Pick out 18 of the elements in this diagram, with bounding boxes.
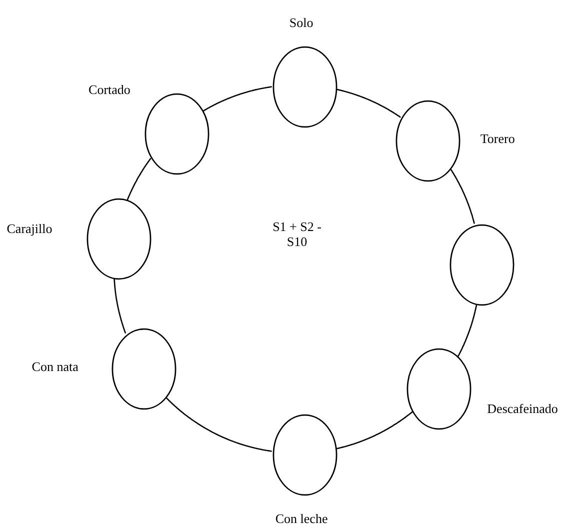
node-label: Con nata: [32, 358, 78, 374]
ellipse-node: [272, 414, 338, 496]
connector-line: [126, 158, 152, 200]
ellipse-node: [110, 328, 177, 410]
ellipse-node: [144, 93, 210, 176]
node-label: Con leche: [275, 510, 328, 526]
ellipse-node: [395, 100, 462, 182]
node-label: Solo: [289, 15, 314, 30]
center-text: S1 + S2 - S10: [272, 219, 322, 249]
ellipse-node: [448, 224, 515, 306]
node-label: Descafeinado: [487, 401, 558, 416]
ellipse-node: [272, 46, 338, 128]
ellipse-node: [406, 348, 472, 430]
connector-line: [201, 86, 272, 113]
node-label: Carajillo: [6, 221, 52, 236]
node-label: Torero: [480, 130, 515, 146]
ellipse-node: [86, 198, 152, 280]
node-label: Cortado: [88, 82, 130, 98]
